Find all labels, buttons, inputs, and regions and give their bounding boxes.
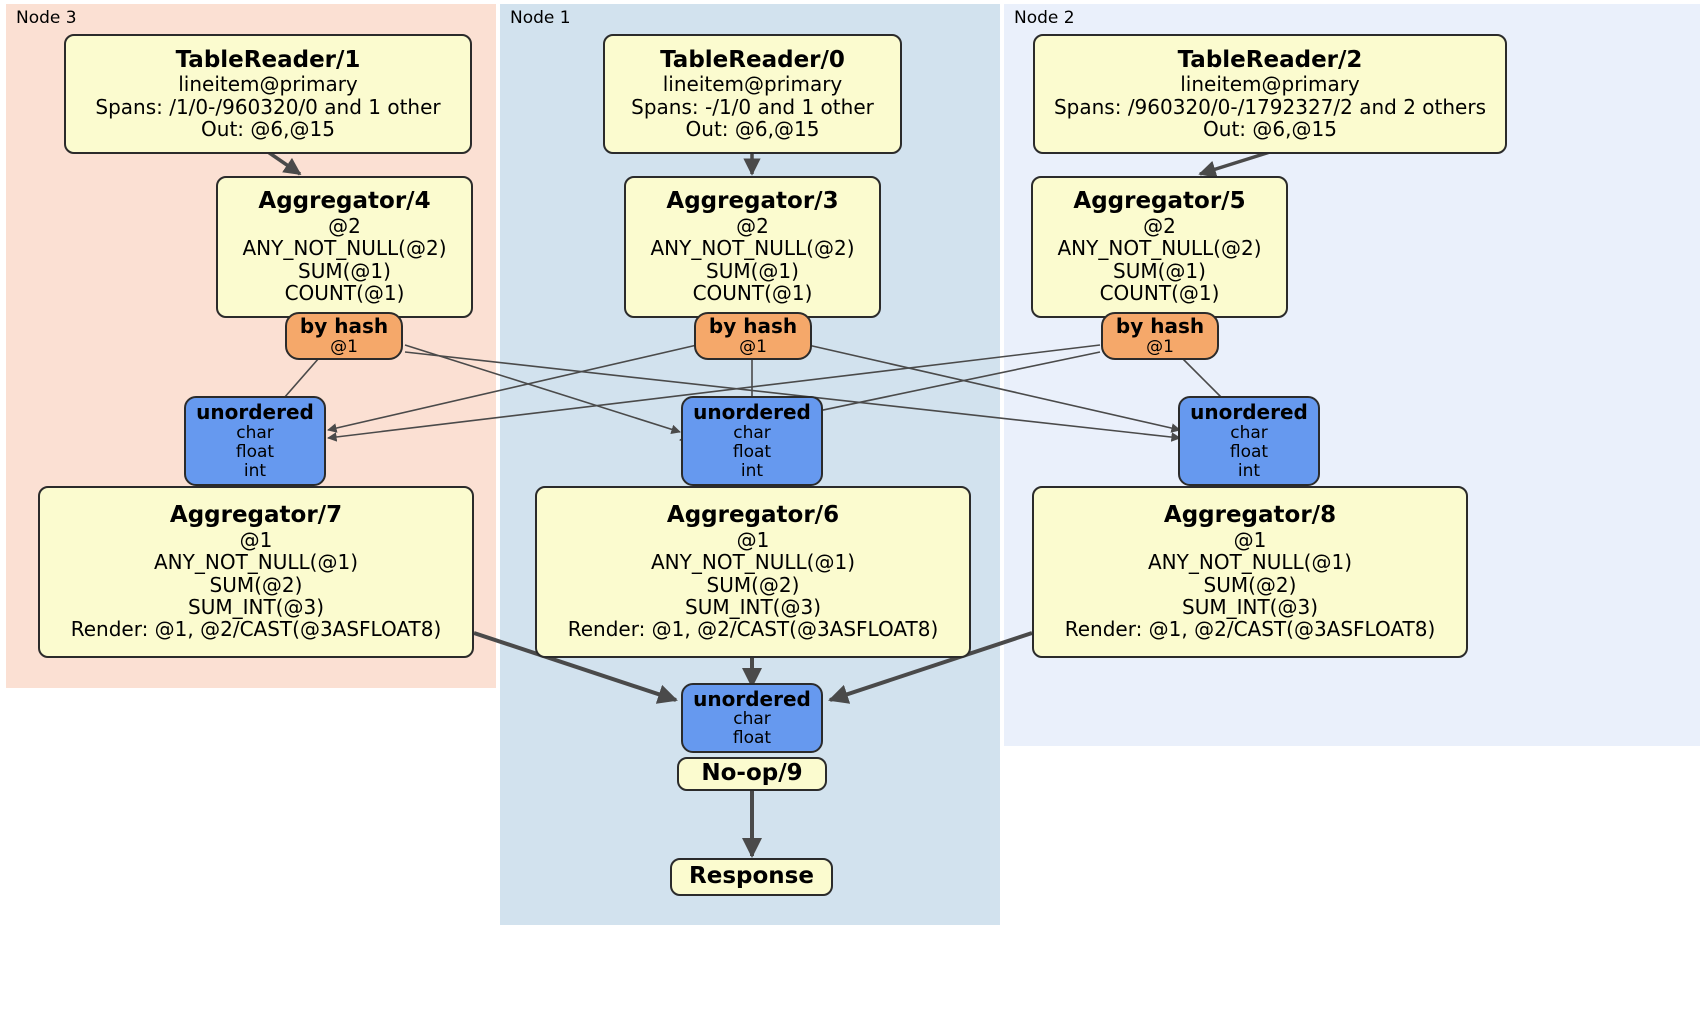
node-panel-label-node1: Node 1 [510, 8, 571, 28]
processor-line: Spans: -/1/0 and 1 other [631, 94, 874, 119]
processor-title: Aggregator/8 [1163, 502, 1337, 529]
processor-line: ANY_NOT_NULL(@2) [650, 236, 855, 261]
processor-title: Aggregator/5 [1073, 188, 1246, 215]
processor-line: ANY_NOT_NULL(@2) [242, 236, 447, 261]
processor-line: lineitem@primary [662, 72, 843, 97]
router-title: unordered [693, 400, 811, 425]
processor-line: Render: @1, @2/CAST(@3ASFLOAT8) [567, 617, 939, 642]
router-unordered-left[interactable]: unordered char float int [184, 396, 326, 486]
processor-line: COUNT(@1) [692, 281, 813, 306]
router-line: @1 [1146, 336, 1174, 357]
processor-aggregator7[interactable]: Aggregator/7 @1 ANY_NOT_NULL(@1) SUM(@2)… [38, 486, 474, 658]
processor-title: Aggregator/3 [666, 188, 839, 215]
processor-title: TableReader/0 [660, 46, 845, 73]
router-title: unordered [196, 400, 314, 425]
processor-line: @2 [328, 214, 361, 239]
processor-line: SUM_INT(@3) [685, 595, 821, 620]
processor-line: lineitem@primary [1180, 72, 1360, 97]
processor-line: Out: @6,@15 [201, 117, 335, 142]
router-line: @1 [739, 336, 767, 357]
processor-line: Spans: /960320/0-/1792327/2 and 2 others [1053, 94, 1486, 119]
processor-line: ANY_NOT_NULL(@1) [154, 550, 358, 575]
processor-aggregator8[interactable]: Aggregator/8 @1 ANY_NOT_NULL(@1) SUM(@2)… [1032, 486, 1468, 658]
router-line: float [1229, 441, 1269, 462]
processor-title: Aggregator/7 [169, 502, 343, 529]
router-line: char [1230, 422, 1268, 443]
router-by-hash-right[interactable]: by hash @1 [1101, 312, 1219, 360]
processor-line: @1 [239, 527, 273, 552]
processor-line: Out: @6,@15 [685, 117, 820, 142]
router-line: float [732, 728, 772, 749]
router-line: char [733, 422, 771, 443]
router-title: unordered [1190, 400, 1308, 425]
node-panel-label-node2: Node 2 [1014, 8, 1075, 28]
processor-aggregator3[interactable]: Aggregator/3 @2 ANY_NOT_NULL(@2) SUM(@1)… [624, 176, 881, 318]
processor-title: Aggregator/4 [258, 188, 431, 215]
processor-tablereader2[interactable]: TableReader/2 lineitem@primary Spans: /9… [1033, 34, 1507, 154]
processor-line: SUM(@2) [706, 572, 800, 597]
node-panel-label-node3: Node 3 [16, 8, 77, 28]
processor-line: @1 [736, 527, 770, 552]
processor-title: Response [689, 863, 814, 890]
processor-line: SUM(@1) [298, 258, 391, 283]
processor-line: ANY_NOT_NULL(@1) [651, 550, 855, 575]
processor-line: SUM_INT(@3) [1182, 595, 1318, 620]
router-title: by hash [299, 314, 389, 339]
processor-aggregator5[interactable]: Aggregator/5 @2 ANY_NOT_NULL(@2) SUM(@1)… [1031, 176, 1288, 318]
processor-line: SUM(@2) [1203, 572, 1297, 597]
router-line: int [1237, 460, 1261, 481]
router-line: char [236, 422, 274, 443]
processor-line: ANY_NOT_NULL(@1) [1148, 550, 1352, 575]
router-line: char [733, 709, 771, 730]
processor-line: SUM(@1) [1113, 258, 1206, 283]
processor-title: Aggregator/6 [666, 502, 840, 529]
processor-response[interactable]: Response [670, 858, 833, 896]
router-title: unordered [693, 686, 811, 711]
processor-tablereader0[interactable]: TableReader/0 lineitem@primary Spans: -/… [603, 34, 902, 154]
router-title: by hash [1115, 314, 1205, 339]
router-line: float [235, 441, 275, 462]
processor-line: ANY_NOT_NULL(@2) [1057, 236, 1262, 261]
processor-tablereader1[interactable]: TableReader/1 lineitem@primary Spans: /1… [64, 34, 472, 154]
router-by-hash-mid[interactable]: by hash @1 [694, 312, 812, 360]
processor-line: SUM(@2) [209, 572, 303, 597]
processor-line: lineitem@primary [178, 72, 358, 97]
processor-line: @2 [736, 214, 769, 239]
router-title: by hash [708, 314, 798, 339]
processor-line: @1 [1233, 527, 1267, 552]
processor-noop9[interactable]: No-op/9 [677, 757, 827, 791]
processor-aggregator6[interactable]: Aggregator/6 @1 ANY_NOT_NULL(@1) SUM(@2)… [535, 486, 971, 658]
router-line: int [740, 460, 764, 481]
processor-line: Render: @1, @2/CAST(@3ASFLOAT8) [1064, 617, 1436, 642]
processor-line: Out: @6,@15 [1203, 117, 1337, 142]
processor-line: COUNT(@1) [1099, 281, 1220, 306]
router-unordered-mid[interactable]: unordered char float int [681, 396, 823, 486]
processor-title: No-op/9 [701, 760, 803, 787]
processor-title: TableReader/2 [1177, 46, 1363, 73]
router-unordered-right[interactable]: unordered char float int [1178, 396, 1320, 486]
processor-line: Render: @1, @2/CAST(@3ASFLOAT8) [70, 617, 442, 642]
processor-line: Spans: /1/0-/960320/0 and 1 other [95, 94, 441, 119]
processor-line: SUM(@1) [706, 258, 799, 283]
processor-title: TableReader/1 [175, 46, 361, 73]
processor-aggregator4[interactable]: Aggregator/4 @2 ANY_NOT_NULL(@2) SUM(@1)… [216, 176, 473, 318]
processor-line: COUNT(@1) [284, 281, 405, 306]
processor-line: @2 [1143, 214, 1176, 239]
router-unordered-final[interactable]: unordered char float [681, 683, 823, 753]
processor-line: SUM_INT(@3) [188, 595, 324, 620]
router-line: float [732, 441, 772, 462]
router-line: int [243, 460, 267, 481]
router-line: @1 [330, 336, 358, 357]
router-by-hash-left[interactable]: by hash @1 [285, 312, 403, 360]
